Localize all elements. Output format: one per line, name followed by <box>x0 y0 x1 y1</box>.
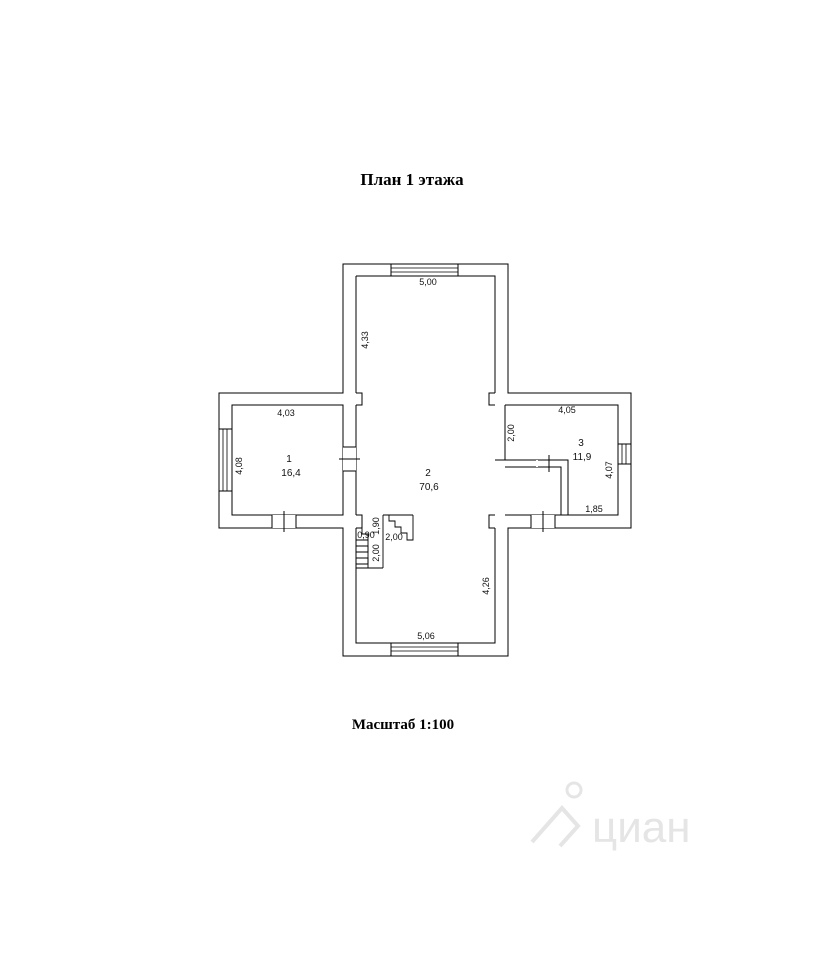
outer-wall <box>218 263 632 657</box>
window-top <box>390 263 459 277</box>
dim-stair-200-horizontal: 2,00 <box>385 532 403 542</box>
room-1-area: 16,4 <box>281 468 301 479</box>
room-2-number: 2 <box>425 468 431 479</box>
wall-stub <box>488 392 495 406</box>
wall-stub <box>488 514 495 529</box>
dim-room3-depth: 4,07 <box>604 461 614 479</box>
dim-room3-bottom: 1,85 <box>585 504 603 514</box>
room-1-number: 1 <box>286 454 292 465</box>
door-room1-bottom <box>271 511 297 532</box>
dim-bottom-width: 5,06 <box>417 631 435 641</box>
dim-top-left-depth: 4,33 <box>360 331 370 349</box>
dim-room3-width: 4,05 <box>558 405 576 415</box>
window-right <box>617 443 632 465</box>
dim-top-width: 5,00 <box>419 277 437 287</box>
inner-wall-line <box>495 405 506 461</box>
scale-label: Масштаб 1:100 <box>351 717 455 733</box>
staircase <box>356 514 414 569</box>
partition-wall <box>505 466 562 515</box>
room-3-area: 11,9 <box>573 452 592 463</box>
window-left <box>218 428 233 492</box>
watermark-text: циан <box>592 803 691 852</box>
door-room1-hall <box>339 446 360 472</box>
door-room3-bottom <box>530 511 556 532</box>
partition-wall <box>505 459 569 515</box>
dim-stair-190: 1,90 <box>371 517 381 535</box>
dim-room3-left: 2,00 <box>506 424 516 442</box>
dim-stair-200-vertical: 2,00 <box>371 544 381 562</box>
plan-title: План 1 этажа <box>360 170 464 189</box>
wall-stub <box>356 514 363 529</box>
watermark-logo: циан <box>530 781 691 852</box>
room-2-area: 70,6 <box>419 482 439 493</box>
window-bottom <box>390 642 459 657</box>
wall-stub <box>356 392 363 406</box>
inner-wall-line <box>356 275 496 393</box>
room-3-number: 3 <box>578 438 584 449</box>
dim-bottom-right-depth: 4,26 <box>481 577 491 595</box>
dim-room1-depth: 4,08 <box>234 457 244 475</box>
dim-stair-090: 0,90 <box>357 530 375 540</box>
dim-room1-width: 4,03 <box>277 408 295 418</box>
door-room3-partition <box>536 455 550 472</box>
